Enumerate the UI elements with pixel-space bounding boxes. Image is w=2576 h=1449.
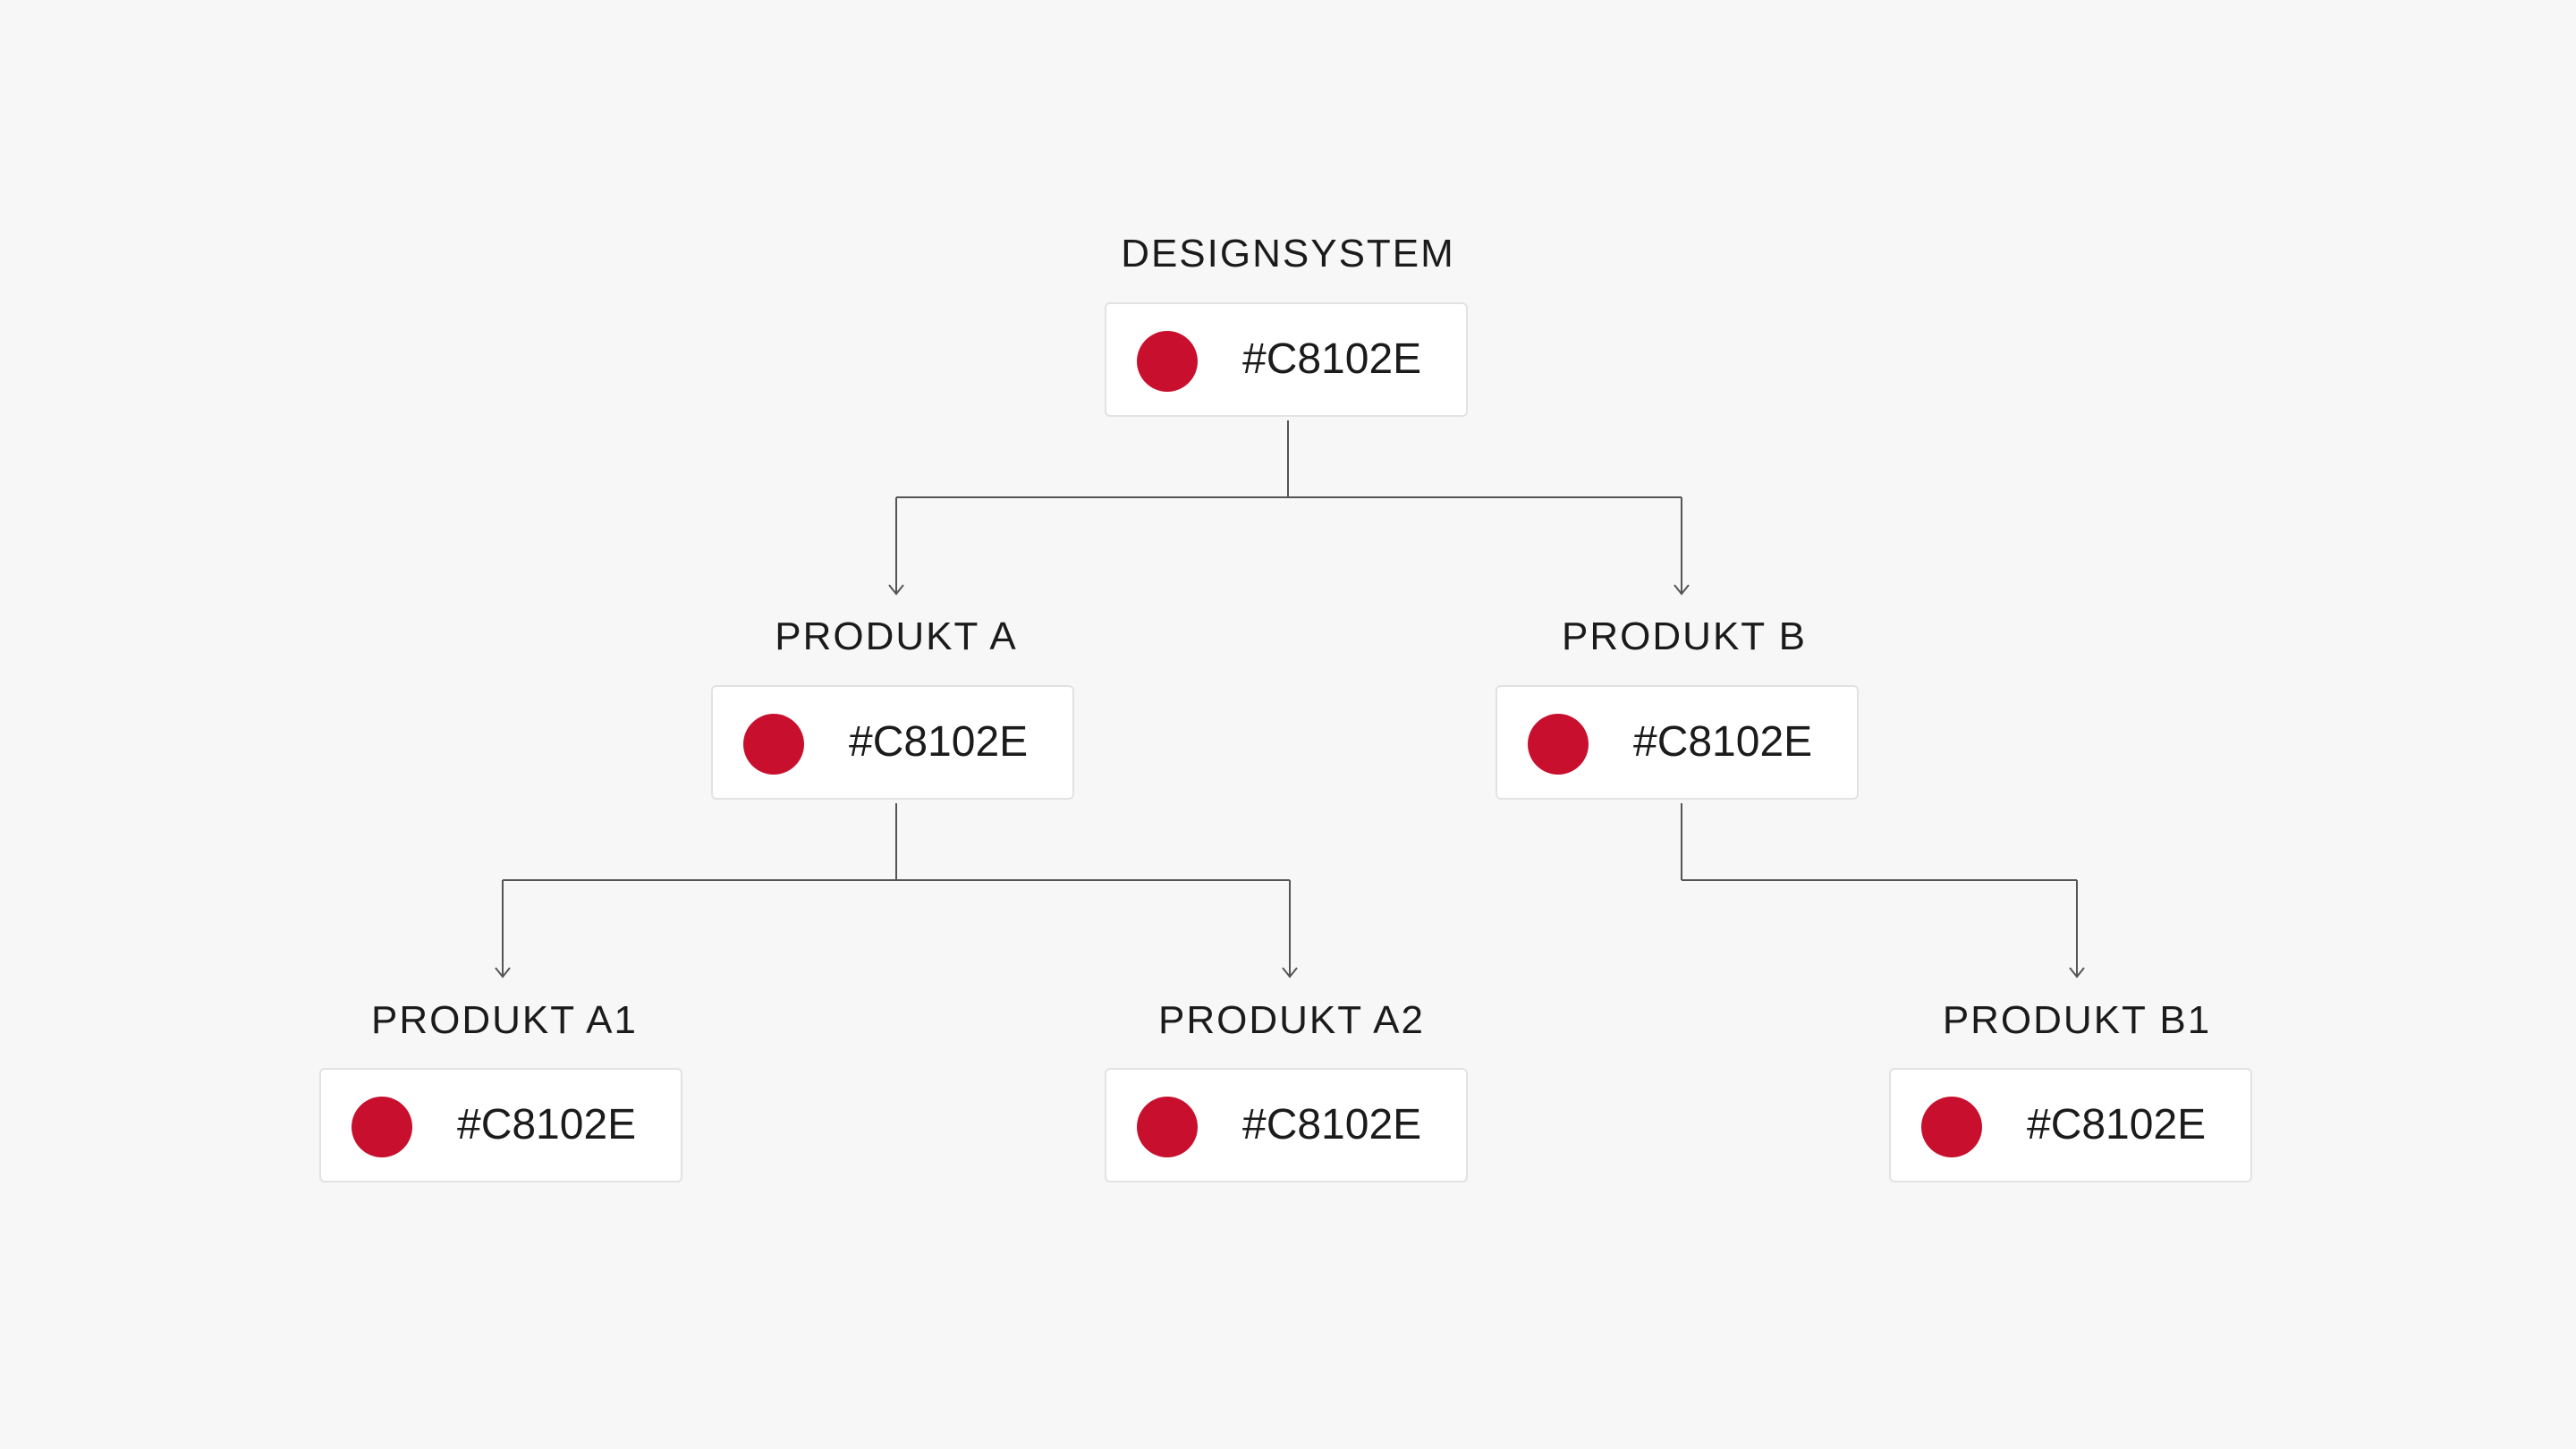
arrowhead-icon: [2069, 967, 2085, 979]
hex-value: #C8102E: [1242, 1101, 1422, 1148]
color-swatch: [1528, 714, 1589, 775]
node-label: PRODUKT B1: [1942, 998, 2212, 1042]
node-label: PRODUKT A2: [1158, 998, 1425, 1042]
node-label: PRODUKT A: [775, 614, 1018, 658]
color-card: #C8102E: [711, 685, 1074, 800]
node-label: PRODUKT B: [1562, 614, 1807, 658]
node-label: DESIGNSYSTEM: [1121, 232, 1455, 275]
color-swatch: [1137, 331, 1198, 392]
arrowhead-icon: [1282, 967, 1298, 979]
color-card: #C8102E: [319, 1068, 682, 1182]
hex-value: #C8102E: [1242, 335, 1422, 383]
hex-value: #C8102E: [457, 1101, 637, 1148]
hex-value: #C8102E: [849, 718, 1029, 766]
hex-value: #C8102E: [2027, 1101, 2207, 1148]
hex-value: #C8102E: [1633, 718, 1813, 766]
color-card: #C8102E: [1105, 1068, 1468, 1182]
color-card: #C8102E: [1105, 302, 1468, 417]
color-swatch: [352, 1097, 412, 1157]
color-swatch: [1921, 1097, 1982, 1157]
color-card: #C8102E: [1496, 685, 1859, 800]
arrowhead-icon: [495, 967, 511, 979]
arrowhead-icon: [888, 584, 904, 596]
color-card: #C8102E: [1889, 1068, 2252, 1182]
node-label: PRODUKT A1: [371, 998, 638, 1042]
color-swatch: [743, 714, 804, 775]
color-swatch: [1137, 1097, 1198, 1157]
arrowhead-icon: [1674, 584, 1690, 596]
